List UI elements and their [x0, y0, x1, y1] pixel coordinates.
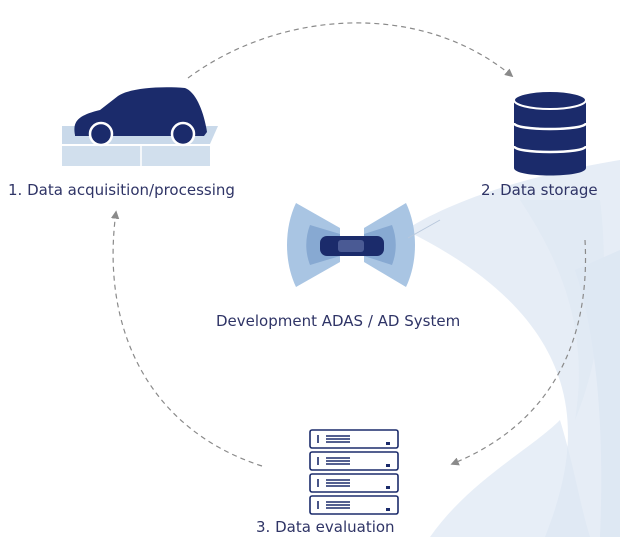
arrow-storage-to-evaluation	[450, 239, 587, 466]
arrow-evaluation-to-acquisition	[110, 210, 263, 467]
database-icon	[512, 90, 588, 176]
storage-label: 2. Data storage	[481, 181, 598, 199]
background-shapes	[405, 160, 620, 537]
arrow-acquisition-to-storage	[187, 22, 514, 79]
flow-arrows	[110, 22, 587, 467]
car-sensor-fields-icon	[287, 203, 441, 287]
development-label: Development ADAS / AD System	[216, 312, 461, 330]
server-rack-icon	[309, 429, 399, 515]
car-on-platform-icon	[62, 87, 218, 166]
acquisition-label: 1. Data acquisition/processing	[8, 181, 235, 199]
evaluation-label: 3. Data evaluation	[256, 518, 395, 536]
